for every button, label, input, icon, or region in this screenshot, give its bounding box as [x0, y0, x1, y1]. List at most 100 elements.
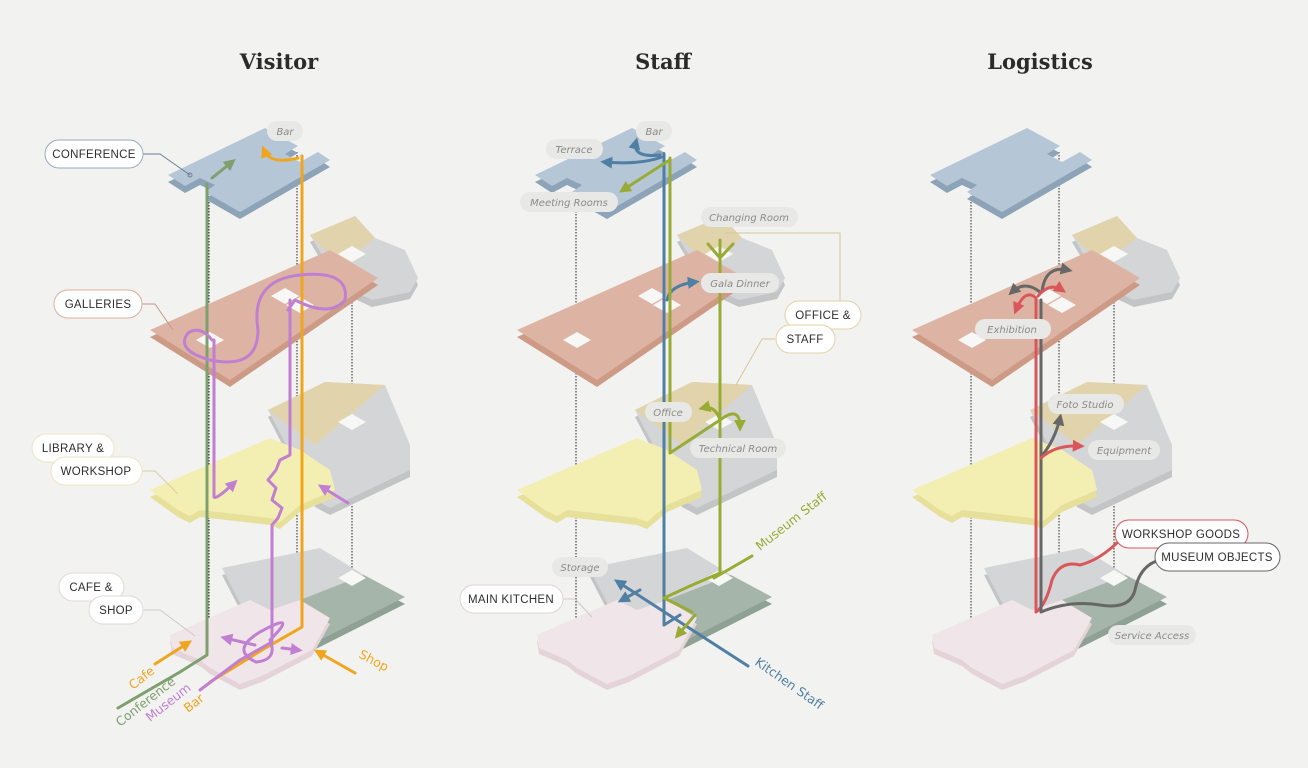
annex-bottom-green-top [300, 575, 405, 650]
kitchen-branch-arrow [617, 588, 642, 603]
annex-gallery-tan [677, 216, 742, 265]
shaft-hole-gallery-3 [653, 297, 681, 313]
shaft-hole-gallery-2 [638, 288, 666, 304]
route-label-shop: Shop [357, 646, 392, 674]
pill-galleries[interactable] [53, 289, 143, 319]
conference-arrow [210, 159, 236, 180]
leader-library [142, 470, 179, 495]
pill-conference[interactable] [44, 139, 144, 169]
room-tag-changing-room-text: Changing Room [709, 213, 789, 224]
pill-main-kitchen[interactable] [459, 584, 564, 614]
room-tag-bar-staff [636, 121, 672, 141]
shaft-hole-gallery-annex [338, 246, 366, 262]
annex-bottom-green-top [1062, 575, 1167, 650]
floor-conference-top [535, 128, 697, 212]
room-tag-technical-room-text: Technical Room [699, 444, 778, 455]
annex-gallery-tan [1072, 216, 1137, 265]
exhibition-arrow-left-red [1013, 293, 1038, 315]
shaft-hole-library [1100, 414, 1128, 430]
shaft-hole-gallery-1 [563, 332, 591, 348]
pill-museum-objects[interactable] [1154, 542, 1281, 572]
room-tag-equipment [1088, 440, 1160, 460]
floor-label-conference: CONFERENCE [52, 149, 136, 161]
visitor-room-tags: Bar [267, 121, 303, 141]
visitor-column [150, 128, 418, 690]
floor-cafe-shop-top [932, 600, 1092, 684]
route-label-museum-staff: Museum Staff [753, 488, 830, 553]
leader-cafe [143, 609, 196, 637]
museum-arrow-left [220, 633, 257, 647]
exhibition-arrow-left-gray [1008, 282, 1042, 296]
room-tag-office [645, 402, 692, 422]
room-tag-technical-room [690, 438, 786, 458]
staff-room-tags: Bar Terrace Meeting Rooms Changing Room … [520, 121, 798, 577]
room-tag-terrace [546, 139, 603, 159]
room-tag-gala-dinner [701, 273, 779, 293]
foto-studio-arrow [1039, 413, 1065, 459]
shaft-hole-gallery-annex [1100, 246, 1128, 262]
pill-library-line2[interactable] [50, 456, 143, 486]
room-tag-service-access-text: Service Access [1115, 631, 1190, 642]
column-title-visitor: Visitor [239, 49, 319, 74]
floor-label-office-line1: OFFICE & [795, 310, 850, 322]
room-tag-equipment-text: Equipment [1097, 446, 1152, 457]
shaft-hole-gallery-3 [1048, 297, 1076, 313]
room-tag-service-access [1108, 625, 1196, 645]
leader-office-bottom [735, 338, 775, 386]
leader-dot-conference [187, 172, 193, 178]
visitor-floor-labels: CONFERENCE GALLERIES LIBRARY & WORKSHOP … [31, 139, 196, 637]
logistics-room-tags: Exhibition Foto Studio Equipment Service… [975, 319, 1196, 645]
route-bar [208, 154, 304, 684]
staff-column [517, 128, 785, 690]
column-title-staff: Staff [635, 49, 692, 74]
staff-routes [600, 137, 754, 668]
annex-library-tan [268, 382, 385, 445]
room-tag-bar-visitor [267, 121, 303, 141]
exhibition-arrow-right-red [1036, 281, 1066, 298]
room-tag-office-text: Office [653, 408, 683, 419]
museum-staff-down-arrow [674, 613, 697, 639]
terrace-arrow [600, 155, 664, 169]
shaft-hole-bottom [1100, 570, 1128, 586]
room-tag-terrace-text: Terrace [555, 145, 592, 156]
route-conference [116, 182, 209, 710]
equipment-arrow [1039, 439, 1085, 460]
route-museum-gallery-loop [183, 272, 347, 364]
route-museum-staff-entry [712, 554, 754, 580]
office-arrow [698, 400, 722, 422]
route-workshop-goods [1034, 298, 1122, 614]
floor-label-office-line2: STAFF [786, 334, 823, 346]
floor-label-galleries: GALLERIES [65, 299, 132, 311]
route-museum-cafe-loop [242, 621, 285, 664]
annex-gallery-tan [310, 216, 375, 265]
meeting-rooms-arrow [618, 159, 670, 193]
pill-cafe-line1[interactable] [58, 572, 125, 602]
room-tag-storage-text: Storage [560, 563, 599, 574]
pill-cafe-line2[interactable] [88, 595, 144, 625]
pill-office-line2[interactable] [775, 324, 836, 354]
visitor-routes [116, 145, 357, 710]
room-tag-gala-dinner-text: Gala Dinner [710, 279, 770, 290]
floor-library-workshop-top [517, 438, 702, 522]
room-tag-foto-studio-text: Foto Studio [1057, 400, 1114, 411]
floor-cafe-shop-top [537, 600, 697, 684]
floor-library-workshop-top [912, 438, 1097, 522]
floor-label-workshop-goods: WORKSHOP GOODS [1122, 529, 1240, 541]
floor-label-library-line1: LIBRARY & [42, 443, 104, 455]
route-label-kitchen-staff: Kitchen Staff [752, 654, 827, 712]
shaft-hole-library [338, 414, 366, 430]
staff-floor-labels: OFFICE & STAFF MAIN KITCHEN [459, 232, 862, 618]
room-tag-storage [552, 557, 608, 577]
room-tag-meeting-rooms [520, 192, 618, 212]
logistics-routes [1008, 262, 1162, 614]
route-museum-staff-2 [662, 238, 722, 614]
room-tag-bar-staff-text: Bar [645, 127, 663, 138]
floor-conference-top [168, 128, 330, 212]
museum-arrow-right [280, 643, 303, 656]
shaft-hole-bottom [338, 570, 366, 586]
technical-room-arrow [718, 412, 746, 432]
museum-side-arrow [317, 484, 350, 505]
floor-label-museum-objects: MUSEUM OBJECTS [1161, 552, 1273, 564]
column-title-logistics: Logistics [987, 49, 1093, 74]
